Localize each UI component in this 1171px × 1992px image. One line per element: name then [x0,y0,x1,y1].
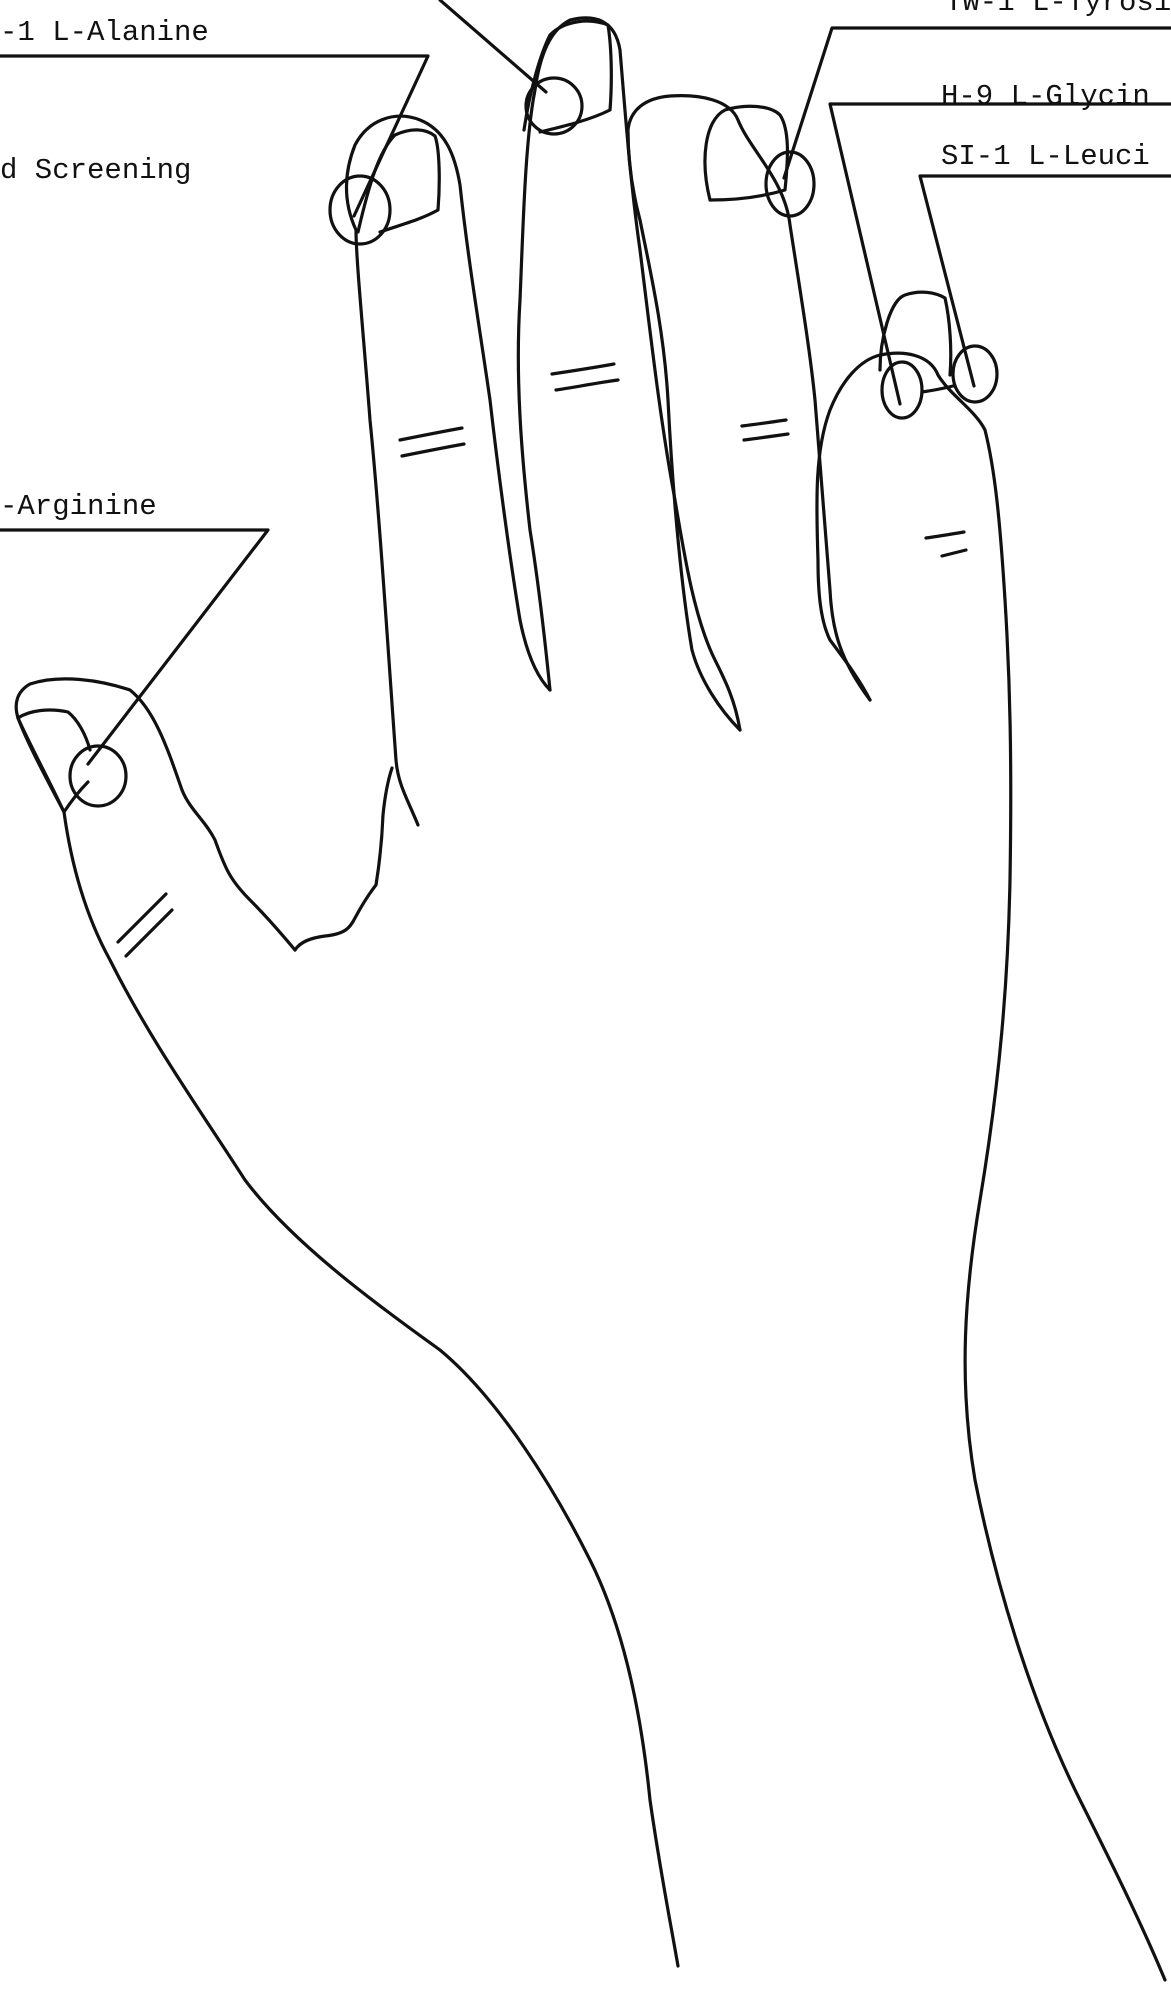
little-finger-and-right-edge [817,353,1165,1980]
ring-knuckle-lines [742,420,788,440]
index-knuckle-lines [400,428,464,456]
thumb-tip [16,679,295,950]
thumb-index-web [295,768,392,950]
point-arginine[interactable] [70,746,126,806]
point-alanine[interactable] [330,176,390,244]
point-tyrosine[interactable] [526,78,582,134]
index-finger [346,116,550,825]
leader-alanine [0,56,428,216]
little-knuckle-lines [926,532,966,556]
middle-knuckle-lines [552,364,618,390]
point-glycine[interactable] [882,362,922,418]
leader-tyrosine [440,0,546,92]
thumb-knuckle-lines [118,894,172,956]
point-leucine[interactable] [953,346,997,402]
ring-nail [705,106,787,200]
ring-finger [628,96,870,730]
leader-arginine [0,530,268,764]
hand-left-edge [18,718,678,1966]
